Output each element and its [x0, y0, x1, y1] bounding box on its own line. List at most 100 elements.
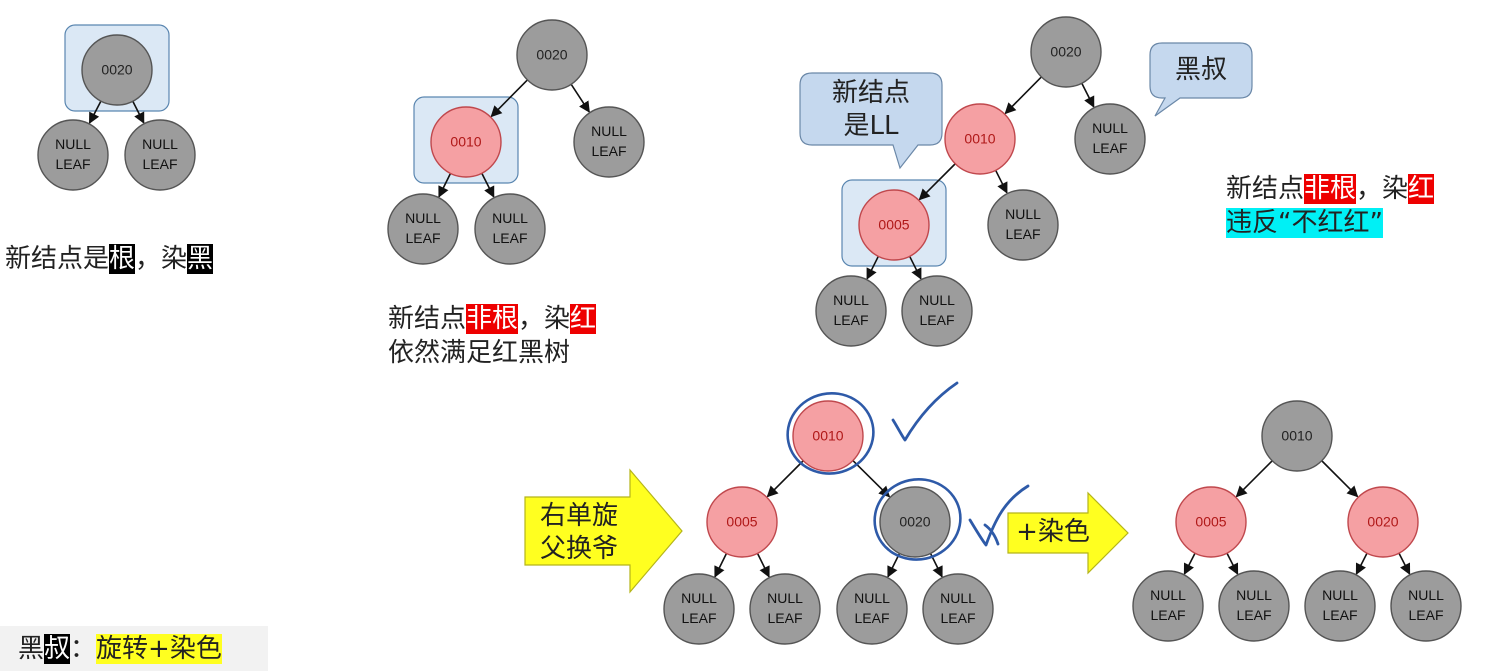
bubble-new-node-line1: 新结点: [831, 78, 910, 108]
node-step5-l2: [1218, 570, 1290, 642]
leaf-label-step5-l4: NULL LEAF: [1408, 587, 1444, 623]
leaf-label-line: LEAF: [767, 610, 802, 626]
edge-step3-n0005-l3: [866, 255, 880, 280]
node-step5-n0020: [1347, 486, 1419, 558]
edge-step2-n0020-l1: [570, 83, 590, 113]
rotate-arrow-text: 右单旋 父换爷: [528, 500, 630, 566]
node-label-step4-n0010: 0010: [812, 428, 843, 444]
node-step1-n0020: [81, 34, 153, 106]
caption-step2-mid: ，染: [518, 304, 571, 334]
node-step2-n0010: [430, 106, 502, 178]
node-step3-n0020: [1030, 16, 1102, 88]
leaf-label-line: NULL: [492, 210, 528, 226]
node-step3-l2: [987, 189, 1059, 261]
edge-step2-n0020-n0010: [490, 79, 528, 118]
leaf-label-step4-l3: NULL LEAF: [854, 590, 890, 626]
leaf-label-step4-l2: NULL LEAF: [767, 590, 803, 626]
edge-step3-n0010-l2: [994, 169, 1008, 194]
edge-step2-n0010-l3: [481, 172, 495, 198]
bubble-uncle-text: 黑叔: [1174, 55, 1227, 85]
leaf-label-line: NULL: [1408, 587, 1444, 603]
node-step1-l2: [124, 119, 196, 191]
leaf-label-line: LEAF: [854, 610, 889, 626]
node-label-step2-n0010: 0010: [450, 134, 481, 150]
leaf-label-line: NULL: [591, 123, 627, 139]
leaf-label-line: NULL: [681, 590, 717, 606]
leaf-label-line: LEAF: [919, 312, 954, 328]
edge-step3-n0020-n0010: [1004, 76, 1042, 115]
node-label-step5-n0010: 0010: [1281, 428, 1312, 444]
leaf-label-line: NULL: [854, 590, 890, 606]
leaf-label-line: LEAF: [591, 143, 626, 159]
node-step3-n0010: [944, 103, 1016, 175]
caption-step3-mid: ，染: [1356, 174, 1409, 204]
edge-step4-n0020-l3: [887, 553, 901, 578]
edge-step4-n0010-n0020: [852, 460, 891, 498]
edge-step1-n0020-l2: [132, 100, 145, 124]
leaf-label-line: LEAF: [1236, 607, 1271, 623]
edge-step5-n0005-l2: [1226, 552, 1239, 575]
caption-step3-line2: 违反“不红红”: [1226, 208, 1383, 238]
caption-step1-mid: ，染: [135, 244, 188, 274]
caption-step3: 新结点非根，染红 违反“不红红”: [1226, 172, 1435, 240]
edge-step4-n0005-l1: [714, 553, 728, 578]
node-step5-l4: [1390, 570, 1462, 642]
node-step3-l4: [901, 275, 973, 347]
caption-step2-text: 新结点: [388, 304, 467, 334]
leaf-label-line: LEAF: [492, 230, 527, 246]
node-label-step5-n0005: 0005: [1195, 514, 1226, 530]
leaf-label-line: NULL: [767, 590, 803, 606]
edge-step5-n0020-l4: [1398, 552, 1411, 575]
caption-step2-color: 红: [570, 304, 597, 334]
node-step5-n0010: [1261, 400, 1333, 472]
leaf-label-line: LEAF: [142, 156, 177, 172]
node-step4-l1: [663, 573, 735, 645]
caption-step1-text: 新结点是: [5, 244, 110, 274]
node-step4-n0010: [792, 400, 864, 472]
leaf-label-line: NULL: [1005, 206, 1041, 222]
leaf-label-line: LEAF: [833, 312, 868, 328]
node-label-step1-n0020: 0020: [101, 62, 132, 78]
leaf-label-line: NULL: [1322, 587, 1358, 603]
footer-colon: ：: [70, 634, 97, 664]
footer-black: 黑: [18, 634, 45, 664]
footer-caption: 黑叔：旋转+染色: [18, 632, 222, 666]
node-label-step2-n0020: 0020: [536, 47, 567, 63]
recolor-arrow-text: +染色: [1016, 517, 1090, 547]
caption-step2-nonroot: 非根: [466, 304, 519, 334]
footer-rule: 旋转+染色: [96, 634, 222, 664]
node-step4-l2: [749, 573, 821, 645]
node-label-step3-n0005: 0005: [878, 217, 909, 233]
caption-step1-color: 黑: [187, 244, 214, 274]
edge-step5-n0005-l1: [1183, 552, 1196, 575]
caption-step3-nonroot: 非根: [1304, 174, 1357, 204]
node-label-step3-n0010: 0010: [964, 131, 995, 147]
node-step3-l3: [815, 275, 887, 347]
node-step4-l3: [836, 573, 908, 645]
leaf-label-line: LEAF: [1322, 607, 1357, 623]
rotate-arrow-line1: 右单旋: [539, 501, 618, 531]
leaf-label-line: LEAF: [1005, 226, 1040, 242]
node-label-step5-n0020: 0020: [1367, 514, 1398, 530]
speech-bubble-uncle: [1149, 42, 1253, 117]
leaf-label-line: LEAF: [681, 610, 716, 626]
leaf-label-line: LEAF: [1408, 607, 1443, 623]
node-step2-l2: [387, 193, 459, 265]
leaf-label-line: LEAF: [1092, 140, 1127, 156]
node-step5-n0005: [1175, 486, 1247, 558]
leaf-label-line: NULL: [1092, 120, 1128, 136]
caption-step1: 新结点是根，染黑: [5, 242, 214, 276]
checkmark-top: [891, 381, 959, 442]
edge-step3-n0005-l4: [908, 255, 922, 280]
leaf-label-line: NULL: [919, 292, 955, 308]
leaf-label-line: NULL: [405, 210, 441, 226]
leaf-label-line: NULL: [55, 136, 91, 152]
